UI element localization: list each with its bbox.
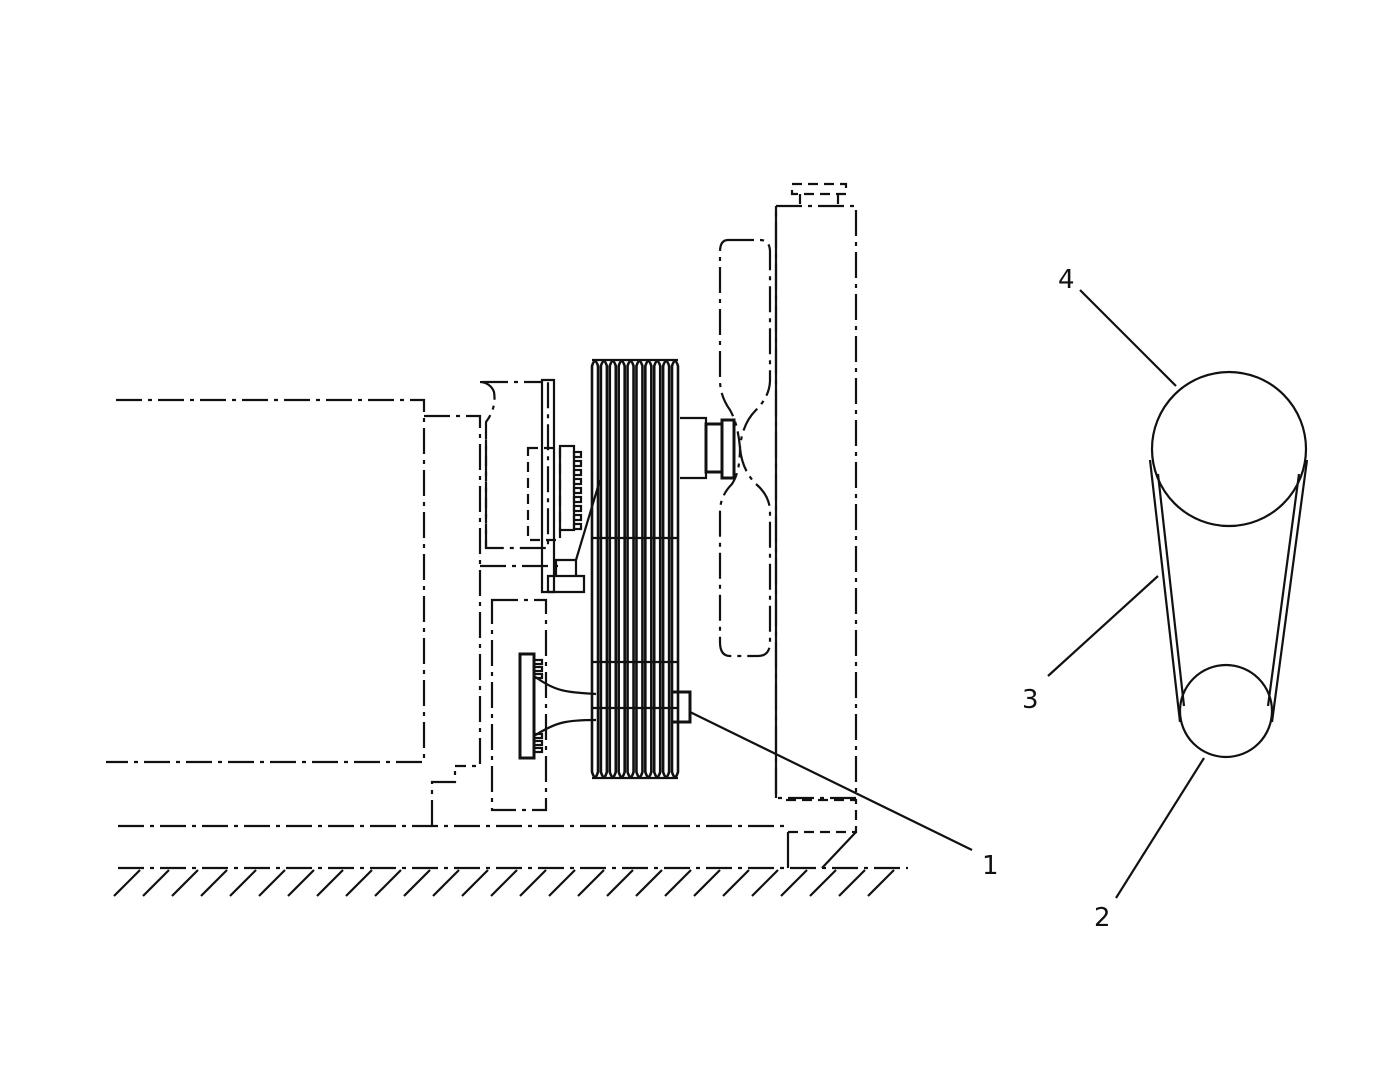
ground-hatch-line: [693, 869, 721, 897]
pulley-groove: [652, 359, 662, 779]
ground-hatch-line: [635, 869, 663, 897]
ground-hatch-line: [345, 869, 373, 897]
label-2: 2: [1094, 903, 1111, 933]
bell-housing: [479, 380, 550, 550]
lower-bracket: [490, 598, 548, 812]
gear-tooth: [572, 513, 583, 522]
gear-tooth: [572, 477, 583, 486]
pulley-groove: [661, 359, 671, 779]
radiator: [774, 204, 858, 800]
fitting: [546, 558, 586, 594]
ground-hatch-line: [258, 869, 286, 897]
engine-block: [106, 398, 426, 764]
pulley-groove: [608, 359, 618, 779]
radiator-cap: [790, 182, 848, 206]
ground: [113, 866, 908, 897]
ground-hatch-line: [722, 869, 750, 897]
crank-gear: [518, 652, 597, 760]
gear-tooth: [572, 495, 583, 504]
gear-tooth: [572, 450, 583, 459]
ground-hatch-line: [403, 869, 431, 897]
leader-1: [689, 711, 973, 851]
large-pulley: [1150, 370, 1308, 528]
ground-hatch-line: [113, 869, 141, 897]
pulley-groove: [644, 359, 653, 779]
pulley-groove: [635, 359, 644, 779]
gear-tooth: [572, 468, 583, 477]
callouts: 1 2 3 4: [689, 265, 1205, 933]
pulley-edge: [592, 358, 678, 780]
label-3: 3: [1022, 685, 1039, 715]
ground-hatch-line: [867, 869, 895, 897]
ground-hatch-line: [287, 869, 315, 897]
gear-tooth: [532, 746, 544, 754]
gear-tooth: [572, 459, 583, 468]
crank-hub: [672, 690, 692, 724]
engine-assembly: [106, 182, 908, 897]
gear-tooth: [532, 739, 544, 747]
ground-hatch-line: [432, 869, 460, 897]
ground-hatch-line: [461, 869, 489, 897]
gear-tooth: [532, 665, 544, 673]
ground-hatch-line: [606, 869, 634, 897]
gear-tooth: [572, 486, 583, 495]
gear-tooth: [532, 658, 544, 666]
belt: [1148, 459, 1182, 723]
leader-3: [1047, 575, 1159, 677]
ground-hatch-line: [751, 869, 779, 897]
ground-hatch-line: [200, 869, 228, 897]
ground-hatch-line: [548, 869, 576, 897]
multi-groove-pulley: [590, 358, 680, 780]
gear-tooth: [572, 522, 583, 531]
pulley-groove: [599, 359, 609, 779]
ground-hatch-line: [838, 869, 866, 897]
ground-hatch-line: [374, 869, 402, 897]
ground-hatch-line: [664, 869, 692, 897]
belt-schematic: [1148, 370, 1309, 759]
ground-hatch-line: [229, 869, 257, 897]
fan-blades: [718, 238, 772, 658]
pulley-groove: [590, 359, 600, 779]
gear-upper: [558, 444, 583, 532]
ground-hatch-line: [490, 869, 518, 897]
ground-hatch-line: [809, 869, 837, 897]
radiator-support: [786, 831, 857, 869]
fan-hub: [680, 416, 736, 480]
label-4: 4: [1058, 265, 1075, 295]
gear-tooth: [572, 504, 583, 513]
leader-2: [1115, 757, 1205, 899]
pulley-groove: [626, 359, 635, 779]
pulley-band: [592, 536, 678, 710]
ground-hatch-line: [577, 869, 605, 897]
ground-hatch-line: [519, 869, 547, 897]
ground-hatch-line: [171, 869, 199, 897]
pulley-groove: [670, 359, 680, 779]
ground-hatch-line: [780, 869, 808, 897]
ground-hatch-line: [142, 869, 170, 897]
ground-hatch-line: [316, 869, 344, 897]
label-1: 1: [982, 851, 999, 881]
small-pulley: [1178, 663, 1274, 759]
leader-4: [1079, 289, 1177, 387]
pulley-groove: [617, 359, 626, 779]
